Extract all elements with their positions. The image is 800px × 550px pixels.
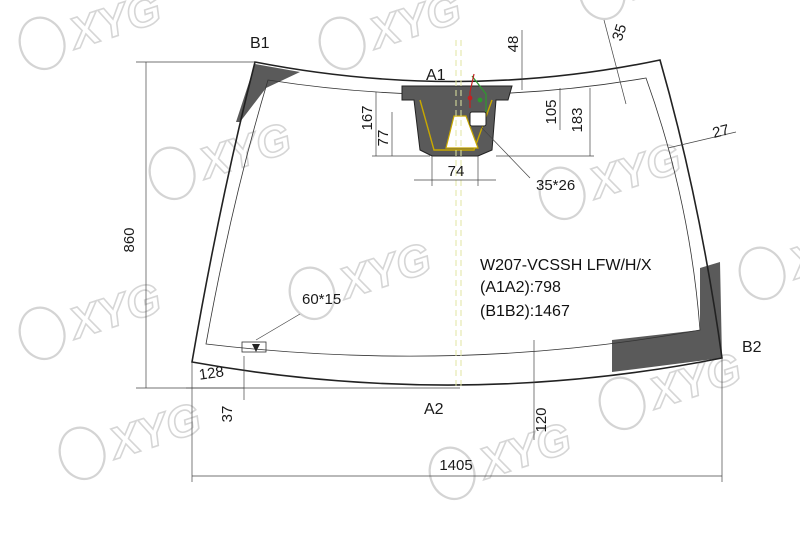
sensor-line-green [471, 75, 487, 112]
dim-bracket-167: 167 [359, 105, 376, 130]
dim-bracket-105: 105 [543, 99, 560, 124]
marker-arrow [252, 344, 260, 352]
svg-text:XYG: XYG [331, 233, 437, 309]
svg-text:XYG: XYG [191, 113, 297, 189]
marker-box [241, 341, 267, 353]
point-label-a1: A1 [426, 67, 446, 84]
watermark-logo: XYG [318, 0, 468, 71]
glass-inner-edge [205, 77, 701, 357]
dim-corner-35: 35 [609, 22, 630, 43]
leader-line [255, 313, 301, 341]
dim-bracket-74: 74 [448, 163, 465, 180]
dim-marker-60x15: 60*15 [302, 291, 341, 308]
svg-text:XYG: XYG [621, 0, 727, 10]
leader-line [479, 125, 531, 179]
dim-bracket-77: 77 [375, 130, 392, 147]
svg-text:XYG: XYG [61, 273, 167, 349]
part-b1b2: (B1B2):1467 [480, 303, 570, 320]
sensor-window [469, 111, 487, 127]
sensor-dot [467, 95, 473, 101]
watermark-logo: XYG [738, 213, 800, 301]
dim-edge-37: 37 [219, 406, 236, 423]
point-label-a2: A2 [424, 401, 444, 418]
dim-side-27: 27 [711, 121, 731, 142]
dim-bracket-183: 183 [569, 107, 586, 132]
dim-bottom-120: 120 [533, 407, 550, 432]
part-a1a2: (A1A2):798 [480, 279, 561, 296]
sensor-dot [477, 97, 483, 103]
watermark-logo: XYG [18, 273, 168, 361]
shade-bottom-right [612, 262, 722, 372]
watermark-logo: XYG [148, 113, 298, 201]
part-code: W207-VCSSH LFW/H/X [480, 257, 652, 274]
glass-outer-edge [191, 59, 723, 386]
dim-window-35x26: 35*26 [536, 177, 575, 194]
dim-edge-128: 128 [198, 363, 225, 383]
point-label-b2: B2 [742, 339, 762, 356]
watermark-logo: XYG [288, 233, 438, 321]
dim-line [667, 131, 737, 149]
shade-top-left [236, 64, 300, 122]
svg-text:XYG: XYG [61, 0, 167, 60]
dim-top-offset: 48 [505, 36, 522, 53]
sensor-line-red [469, 73, 475, 108]
watermark-logo: XYG [18, 0, 168, 71]
dim-overall-height: 860 [121, 227, 138, 252]
svg-text:XYG: XYG [361, 0, 467, 60]
watermark-logo: XYG [58, 393, 208, 481]
svg-text:XYG: XYG [471, 413, 577, 489]
dim-overall-width: 1405 [439, 457, 472, 474]
dim-line [603, 19, 627, 105]
bracket-window [445, 115, 479, 149]
watermark-logo: XYG [578, 0, 728, 21]
svg-text:XYG: XYG [581, 133, 687, 209]
svg-text:XYG: XYG [101, 393, 207, 469]
point-label-b1: B1 [250, 35, 270, 52]
